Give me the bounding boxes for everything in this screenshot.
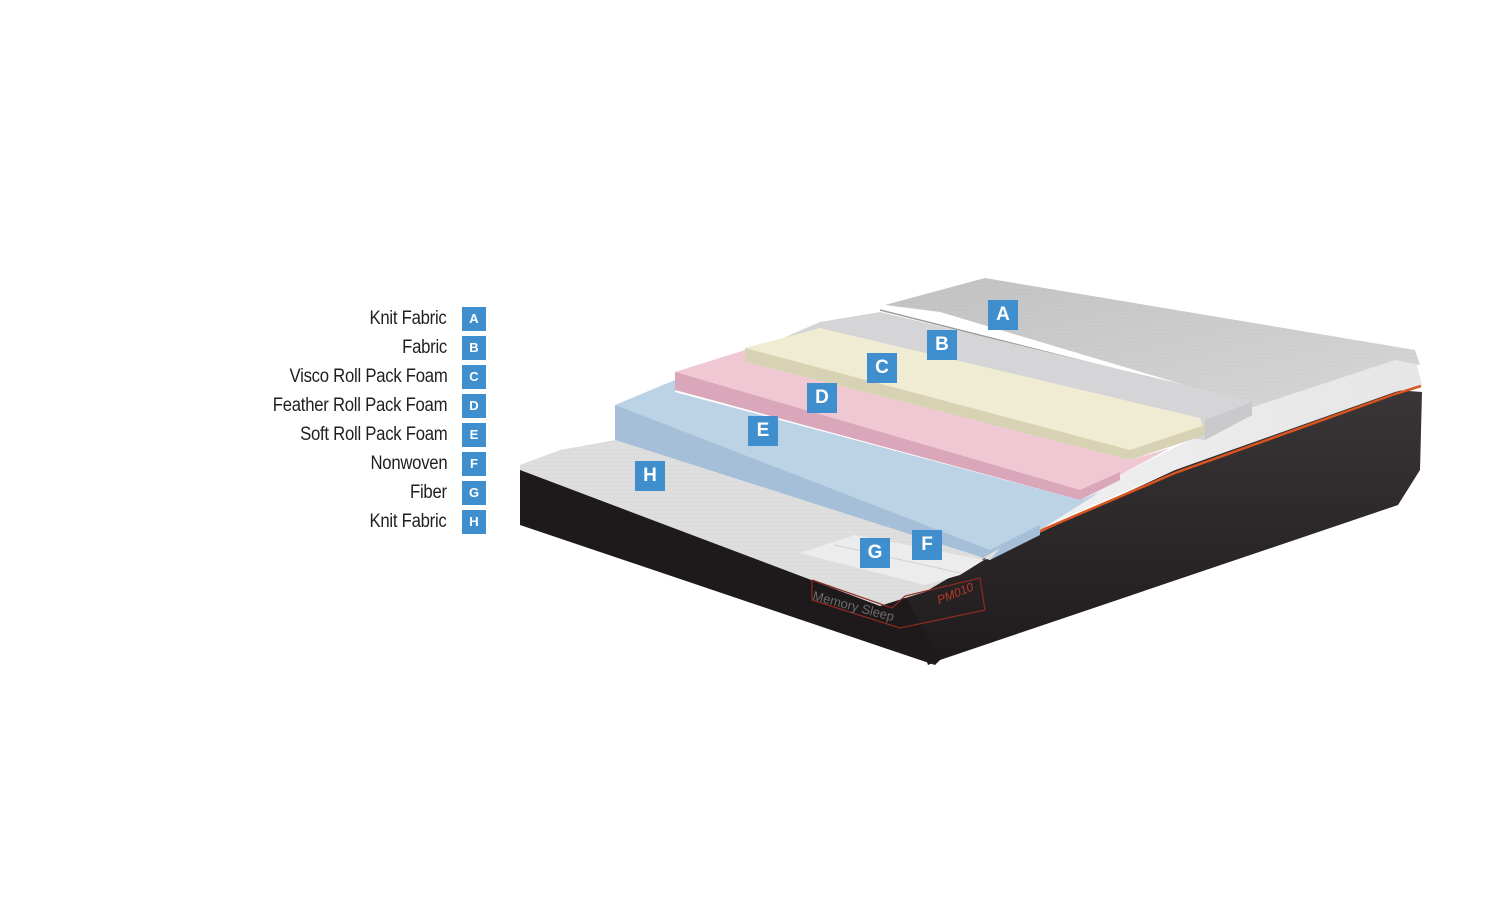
legend-item-d: Feather Roll Pack Foam D: [200, 391, 490, 420]
layer-c-visco-foam: [745, 328, 1205, 460]
brand-label-frame: [811, 577, 986, 629]
legend-tag: C: [462, 364, 486, 389]
legend-tag: E: [462, 422, 486, 447]
mattress-tag-f: F: [912, 530, 942, 560]
layer-legend: Knit Fabric A Fabric B Visco Roll Pack F…: [200, 304, 490, 536]
layer-d-feather-foam: [675, 350, 1170, 500]
legend-tag: F: [462, 451, 486, 476]
legend-label: Soft Roll Pack Foam: [299, 423, 448, 445]
legend-tag: A: [462, 306, 486, 331]
legend-label: Knit Fabric: [369, 307, 447, 329]
layer-f-g-nonwoven-fiber: [800, 535, 1000, 585]
legend-item-c: Visco Roll Pack Foam C: [200, 362, 490, 391]
legend-tag: H: [462, 509, 486, 534]
mattress-tag-c: C: [867, 353, 897, 383]
mattress-tag-b: B: [927, 330, 957, 360]
legend-item-f: Nonwoven F: [200, 449, 490, 478]
legend-label: Knit Fabric: [369, 510, 447, 532]
legend-tag: B: [462, 335, 486, 360]
legend-item-g: Fiber G: [200, 478, 490, 507]
legend-label: Feather Roll Pack Foam: [272, 394, 448, 416]
mattress-tag-g: G: [860, 538, 890, 568]
layer-e-soft-foam: [615, 380, 1100, 560]
mattress-tag-h: H: [635, 461, 665, 491]
legend-item-e: Soft Roll Pack Foam E: [200, 420, 490, 449]
mattress-tag-d: D: [807, 383, 837, 413]
legend-tag: G: [462, 480, 486, 505]
legend-label: Fabric: [402, 336, 447, 358]
legend-tag: D: [462, 393, 486, 418]
mattress-tag-a: A: [988, 300, 1018, 330]
legend-label: Fiber: [410, 481, 447, 503]
legend-label: Nonwoven: [370, 452, 447, 474]
legend-label: Visco Roll Pack Foam: [289, 365, 447, 387]
legend-item-b: Fabric B: [200, 333, 490, 362]
legend-item-a: Knit Fabric A: [200, 304, 490, 333]
legend-item-h: Knit Fabric H: [200, 507, 490, 536]
mattress-side: [520, 390, 1422, 665]
mattress-tag-e: E: [748, 416, 778, 446]
